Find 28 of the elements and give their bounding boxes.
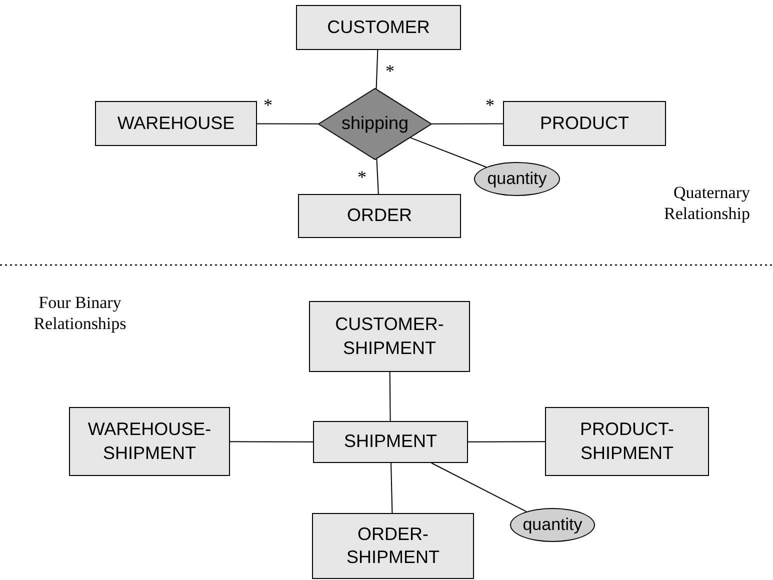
- note-text: Quaternary Relationship: [663, 182, 750, 224]
- multiplicity-mark: *: [356, 166, 368, 188]
- entity-box: SHIPMENT: [313, 421, 468, 463]
- entity-box: CUSTOMER- SHIPMENT: [309, 301, 470, 372]
- attribute-ellipse: quantity: [510, 508, 595, 542]
- multiplicity-mark: *: [262, 94, 274, 116]
- entity-box: PRODUCT- SHIPMENT: [545, 407, 709, 476]
- entity-box: PRODUCT: [503, 101, 666, 146]
- entity-box: CUSTOMER: [296, 5, 461, 50]
- connector-line: [431, 123, 504, 124]
- connector-line: [376, 50, 378, 90]
- note-text: Four Binary Relationships: [32, 292, 128, 334]
- connector-line: [410, 137, 487, 168]
- connector-line: [431, 462, 527, 512]
- entity-box: WAREHOUSE: [95, 101, 257, 146]
- connector-line: [468, 441, 546, 442]
- entity-box: ORDER: [298, 194, 461, 238]
- connector-line: [230, 441, 314, 442]
- multiplicity-mark: *: [384, 60, 396, 82]
- connector-line: [389, 372, 391, 422]
- multiplicity-mark: *: [484, 94, 496, 116]
- entity-box: ORDER- SHIPMENT: [312, 513, 474, 579]
- connector-line: [376, 158, 379, 194]
- entity-box: WAREHOUSE- SHIPMENT: [69, 407, 230, 476]
- connector-line: [256, 123, 319, 124]
- connector-line: [390, 462, 393, 514]
- relationship-diamond: shipping: [318, 88, 432, 160]
- attribute-ellipse: quantity: [474, 162, 560, 196]
